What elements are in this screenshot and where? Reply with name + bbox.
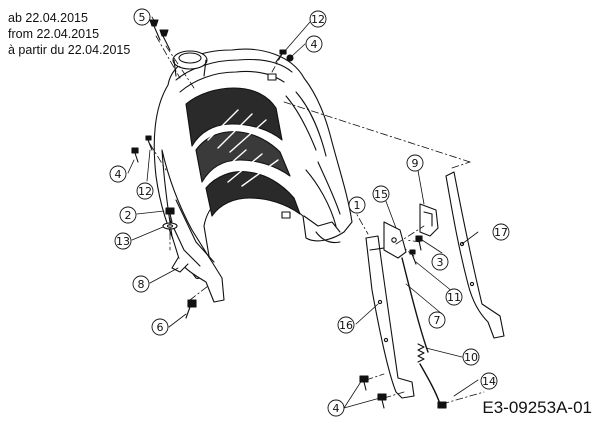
svg-text:12: 12 [138, 185, 152, 198]
svg-text:9: 9 [412, 157, 419, 170]
svg-text:12: 12 [311, 13, 325, 26]
callout-2: 2 [119, 206, 137, 224]
callout-5: 5 [133, 8, 151, 26]
callout-12-top: 12 [309, 10, 327, 28]
svg-text:8: 8 [138, 278, 145, 291]
callout-9: 9 [406, 154, 424, 172]
svg-text:11: 11 [447, 291, 461, 304]
svg-text:16: 16 [339, 319, 353, 332]
svg-text:10: 10 [464, 351, 478, 364]
nut-4-top [286, 54, 294, 62]
callout-13: 13 [114, 232, 132, 250]
svg-text:7: 7 [434, 314, 441, 327]
validity-note-de: ab 22.04.2015 [8, 11, 88, 25]
validity-note-en: from 22.04.2015 [8, 27, 100, 41]
callouts: 5 12 4 4 12 2 13 8 6 1 15 9 3 11 17 7 16… [109, 8, 510, 417]
callout-16: 16 [337, 316, 355, 334]
svg-text:6: 6 [157, 321, 164, 334]
callout-4-left: 4 [109, 165, 127, 183]
svg-text:17: 17 [494, 226, 508, 239]
rod-7 [401, 257, 429, 353]
spring-10 [417, 343, 441, 405]
callout-3: 3 [431, 253, 449, 271]
bracket-15 [383, 221, 407, 259]
callout-12-left: 12 [136, 182, 154, 200]
callout-4-top: 4 [305, 35, 323, 53]
screw-3 [415, 235, 423, 251]
rail-16 [365, 235, 415, 399]
svg-text:5: 5 [139, 11, 146, 24]
rail-17 [445, 171, 505, 339]
svg-text:1: 1 [354, 199, 361, 212]
callout-8: 8 [132, 275, 150, 293]
callout-15: 15 [372, 185, 390, 203]
svg-text:2: 2 [125, 209, 132, 222]
callout-10: 10 [462, 348, 480, 366]
svg-text:13: 13 [116, 235, 130, 248]
callout-1: 1 [348, 196, 366, 214]
svg-text:15: 15 [374, 188, 388, 201]
screw-2 [165, 207, 175, 223]
screw-6 [185, 299, 197, 319]
callout-17: 17 [492, 223, 510, 241]
svg-text:14: 14 [482, 375, 496, 388]
validity-note-fr: à partir du 22.04.2015 [8, 43, 131, 57]
svg-text:3: 3 [437, 256, 444, 269]
latch-9 [419, 203, 439, 237]
callout-4-bottom: 4 [327, 399, 345, 417]
fender-body [153, 48, 353, 279]
callout-7: 7 [428, 311, 446, 329]
drawing-code: E3-09253A-01 [482, 398, 592, 417]
svg-text:4: 4 [115, 168, 122, 181]
callout-11: 11 [445, 288, 463, 306]
callout-14: 14 [480, 372, 498, 390]
screw-11 [409, 249, 417, 265]
svg-text:4: 4 [333, 402, 340, 415]
svg-text:4: 4 [311, 38, 318, 51]
screws-4-bottom [359, 375, 387, 409]
screw-5 [149, 19, 171, 51]
screw-12-left [145, 135, 153, 151]
screw-4-left [131, 147, 139, 163]
side-panel-8 [161, 149, 225, 303]
callout-6: 6 [151, 318, 169, 336]
